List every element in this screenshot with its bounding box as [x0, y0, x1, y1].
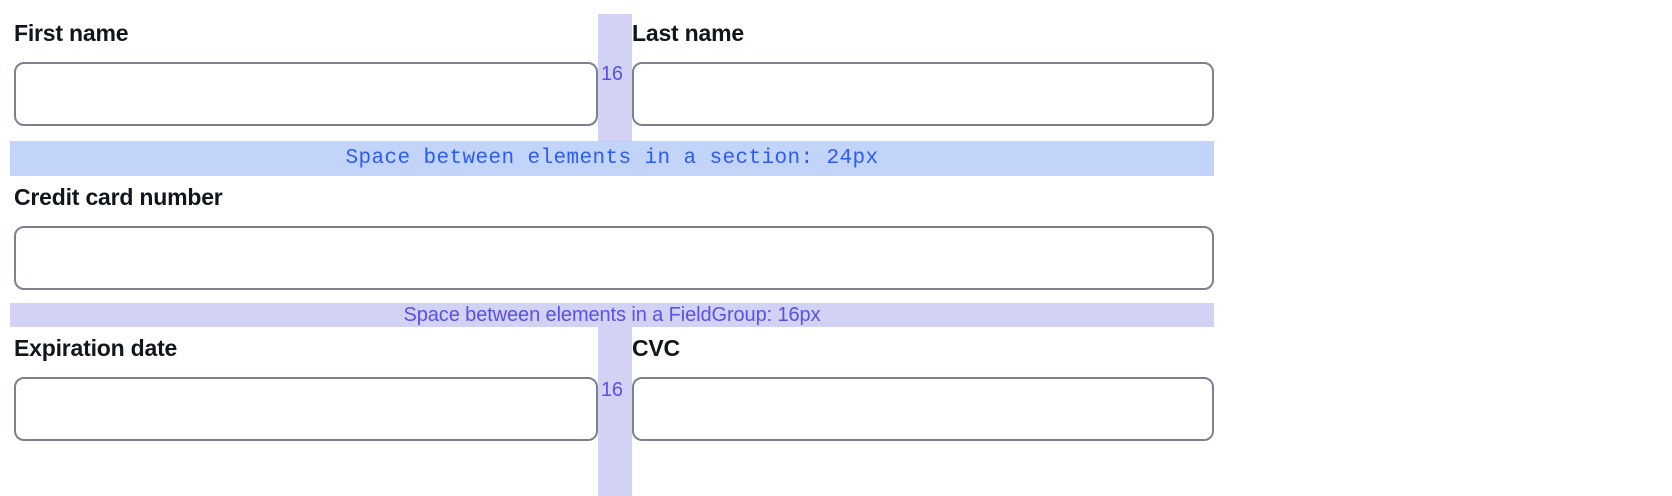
field-label-first-name: First name	[14, 20, 129, 46]
field-last-name: Last name	[632, 20, 1214, 126]
field-first-name: First name	[14, 20, 598, 126]
field-label-cvc: CVC	[632, 335, 680, 361]
column-gutter-highlight-top	[598, 14, 632, 141]
cvc-input[interactable]	[632, 377, 1214, 441]
first-name-input[interactable]	[14, 62, 598, 126]
field-expiration-date: Expiration date	[14, 335, 598, 441]
field-cvc: CVC	[632, 335, 1214, 441]
field-credit-card-number: Credit card number	[14, 184, 1214, 290]
gutter-spacing-label-bottom: 16	[601, 379, 623, 401]
credit-card-number-input[interactable]	[14, 226, 1214, 290]
field-label-expiration-date: Expiration date	[14, 335, 178, 361]
field-label-last-name: Last name	[632, 20, 744, 46]
section-spacing-annotation-band: Space between elements in a section: 24p…	[10, 141, 1214, 176]
expiration-date-input[interactable]	[14, 377, 598, 441]
column-gutter-highlight-bottom	[598, 327, 632, 496]
section-spacing-annotation-text: Space between elements in a section: 24p…	[345, 147, 879, 170]
last-name-input[interactable]	[632, 62, 1214, 126]
fieldgroup-spacing-annotation-band: Space between elements in a FieldGroup: …	[10, 303, 1214, 327]
gutter-spacing-label-top: 16	[601, 63, 623, 85]
fieldgroup-spacing-annotation-text: Space between elements in a FieldGroup: …	[403, 303, 821, 326]
field-label-credit-card-number: Credit card number	[14, 184, 223, 210]
